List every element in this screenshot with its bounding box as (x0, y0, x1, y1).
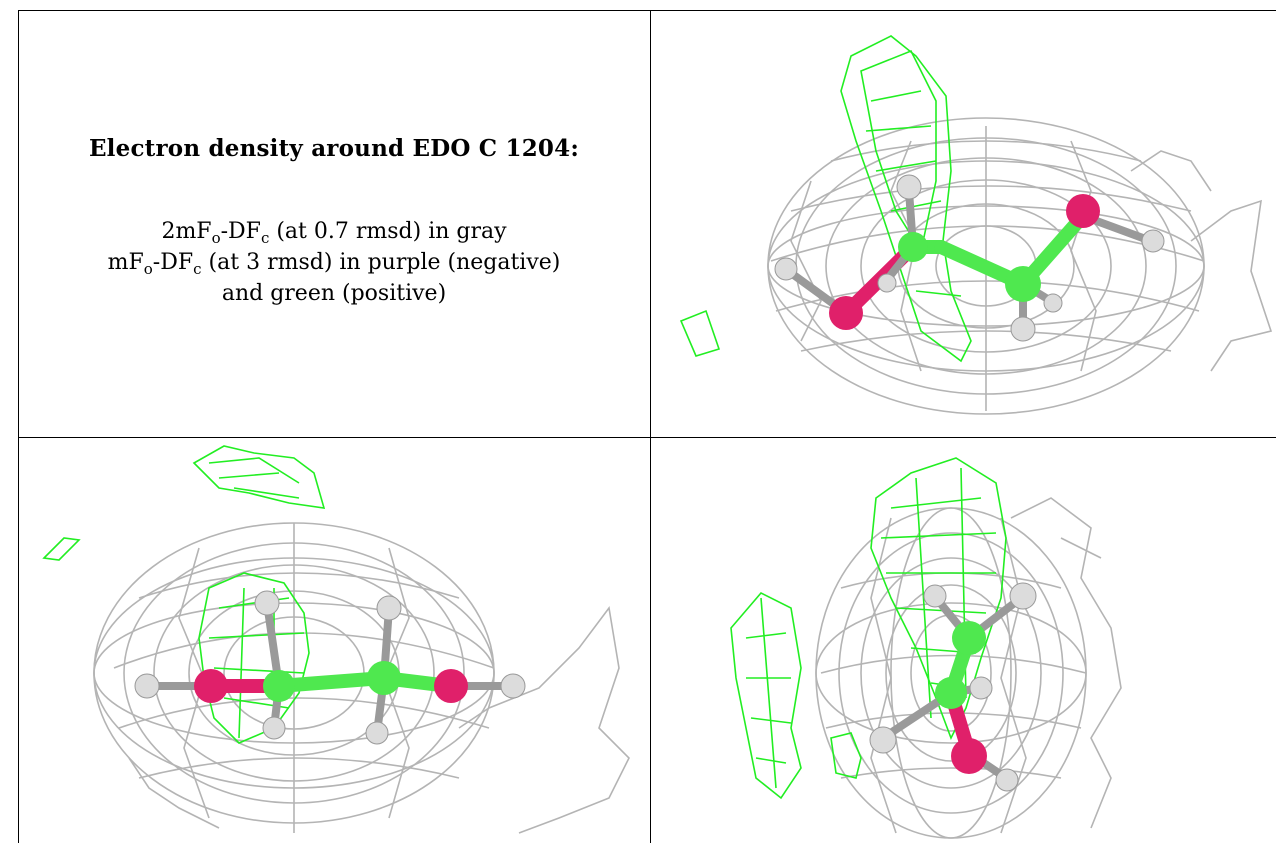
small-green-blob (830, 732, 862, 779)
legend-2fofc-line: 2mFo-DFc (at 0.7 rmsd) in gray (161, 219, 507, 247)
gray-2fofc-mesh (815, 497, 1122, 839)
legend-positive-line: and green (positive) (221, 281, 447, 306)
map-legend: 2mFo-DFc (at 0.7 rmsd) in gray mFo-DFc (… (18, 216, 650, 309)
edo-molecule-bottom-left (134, 590, 526, 745)
small-green-blob (679, 309, 721, 357)
green-positive-mesh (679, 35, 972, 363)
caption-cell: Electron density around EDO C 1204: 2mFo… (18, 10, 650, 437)
legend-fofc-line: mFo-DFc (at 3 rmsd) in purple (negative) (107, 250, 561, 278)
gray-2fofc-mesh (767, 117, 1273, 415)
small-green-blob (42, 537, 81, 561)
density-view-bottom-right (651, 438, 1276, 843)
left-green-blob (730, 592, 802, 800)
density-render-bottom-right (730, 457, 1122, 839)
edo-molecule-bottom-right (869, 582, 1037, 792)
density-view-top-right (651, 11, 1276, 437)
density-render-top-right (679, 35, 1273, 415)
caption-heading: Electron density around EDO C 1204: (88, 135, 580, 162)
table-top-rule (18, 10, 1276, 11)
density-render-bottom-left (42, 445, 630, 834)
density-view-bottom-left (19, 438, 650, 843)
table-middle-rule (650, 10, 651, 843)
table-row-rule (18, 437, 1276, 438)
table-left-rule (18, 10, 19, 843)
edo-molecule-top-right (774, 174, 1165, 342)
